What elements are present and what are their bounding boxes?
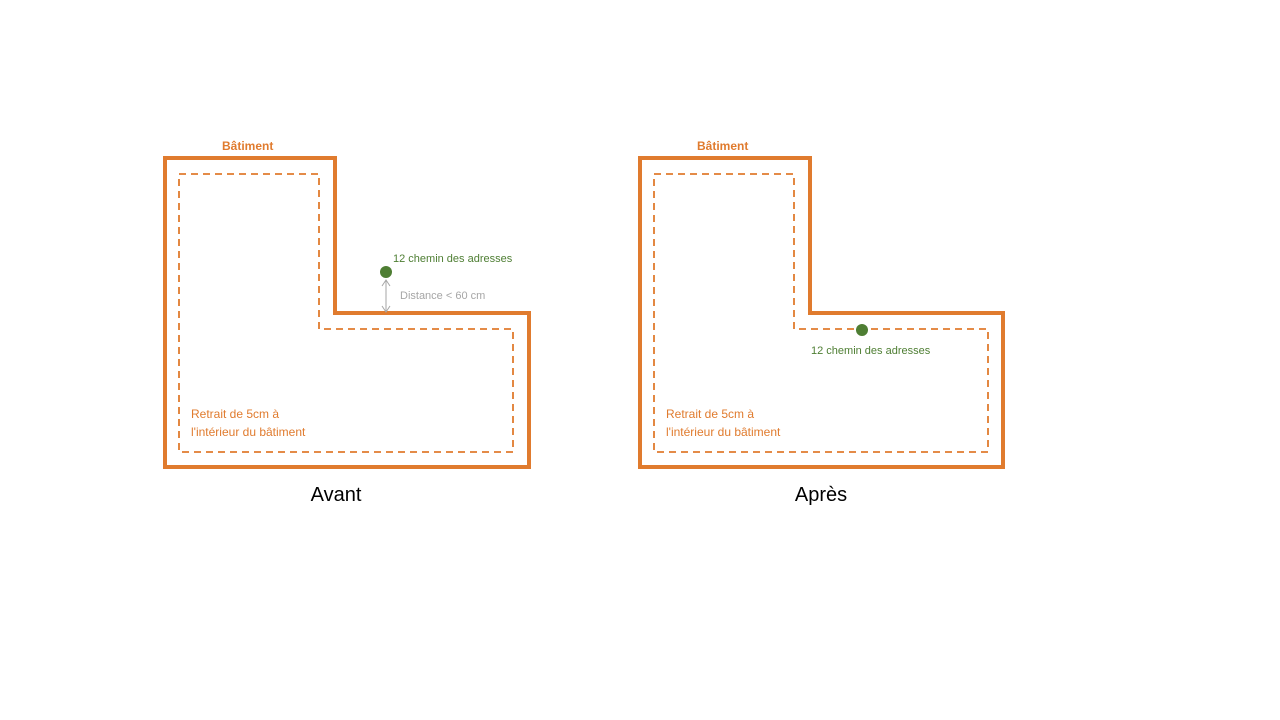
panel-avant: Bâtiment Retrait de 5cm à l'intérieur du…	[163, 139, 531, 506]
address-point-label: 12 chemin des adresses	[393, 253, 513, 265]
building-outline	[638, 156, 1005, 469]
address-point	[856, 324, 868, 336]
inset-label-line2: l'intérieur du bâtiment	[666, 425, 781, 439]
inset-label-line1: Retrait de 5cm à	[666, 407, 754, 421]
panel-caption: Avant	[311, 484, 362, 506]
panel-caption: Après	[795, 484, 847, 506]
building-label: Bâtiment	[697, 139, 748, 153]
inset-label-line2: l'intérieur du bâtiment	[191, 425, 306, 439]
address-point-label: 12 chemin des adresses	[811, 345, 931, 357]
panel-apres: Bâtiment Retrait de 5cm à l'intérieur du…	[638, 139, 1005, 506]
inset-label-line1: Retrait de 5cm à	[191, 407, 279, 421]
distance-label: Distance < 60 cm	[400, 290, 485, 302]
building-outline	[163, 156, 531, 469]
address-point	[380, 266, 392, 278]
building-label: Bâtiment	[222, 139, 273, 153]
distance-arrow	[381, 279, 391, 313]
